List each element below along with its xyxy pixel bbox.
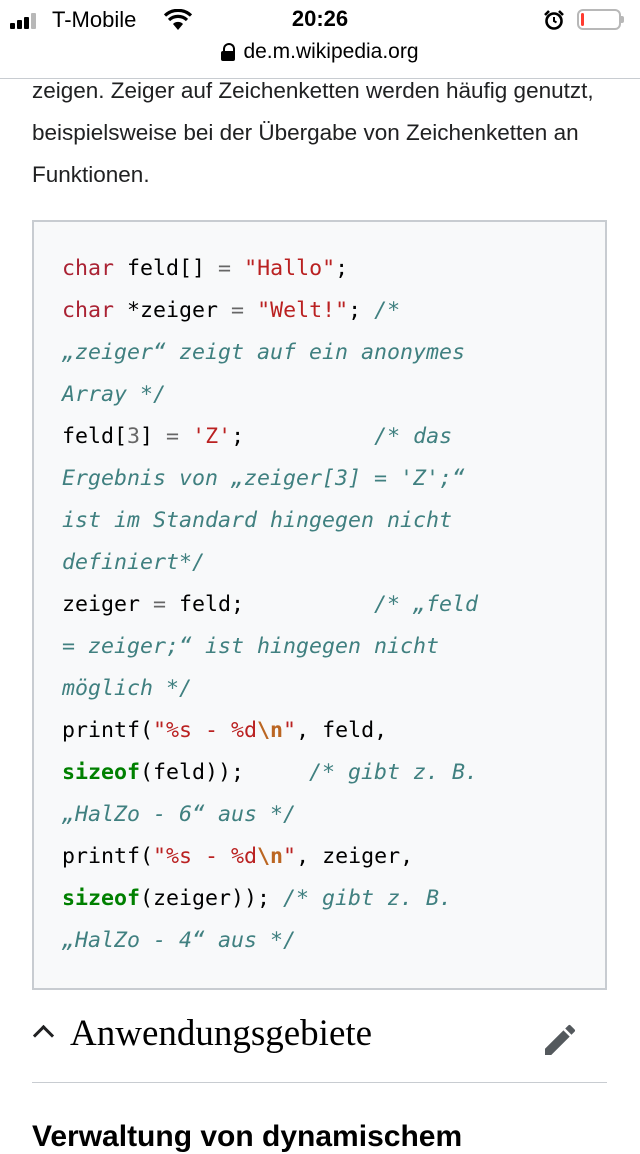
section-title[interactable]: Anwendungsgebiete bbox=[70, 1013, 373, 1054]
signal-strength-icon bbox=[10, 13, 44, 29]
code-operator: = bbox=[231, 298, 245, 323]
toolbar-divider bbox=[0, 78, 640, 79]
code-token: (zeiger)); bbox=[140, 886, 284, 911]
code-block: char feld[] = "Hallo"; char *zeiger = "W… bbox=[32, 220, 607, 990]
pencil-icon[interactable] bbox=[540, 1020, 580, 1060]
carrier-name: T-Mobile bbox=[52, 7, 137, 32]
code-token: feld; bbox=[166, 592, 375, 617]
wifi-icon bbox=[163, 9, 193, 30]
code-string: "Hallo" bbox=[244, 256, 336, 281]
code-comment: /* gibt z. B. bbox=[283, 886, 453, 911]
code-token: zeiger bbox=[62, 592, 154, 617]
code-comment: /* bbox=[374, 298, 401, 323]
code-comment: definiert*/ bbox=[62, 550, 206, 575]
code-builtin: sizeof bbox=[62, 886, 141, 911]
code-keyword: char bbox=[62, 256, 115, 281]
code-operator: = bbox=[166, 424, 180, 449]
code-string: "Welt!" bbox=[257, 298, 349, 323]
section-header[interactable]: Anwendungsgebiete bbox=[32, 1012, 607, 1082]
code-token: ; bbox=[231, 424, 375, 449]
code-comment: möglich */ bbox=[62, 676, 193, 701]
code-keyword: char bbox=[62, 298, 115, 323]
code-string: "%s - %d bbox=[153, 844, 258, 869]
code-comment: „HalZo - 6“ aus */ bbox=[62, 802, 297, 827]
code-operator: = bbox=[218, 256, 232, 281]
code-string: " bbox=[283, 718, 297, 743]
code-token: feld[] bbox=[114, 256, 219, 281]
status-bar: T-Mobile 20:26 bbox=[0, 0, 640, 40]
code-escape: \n bbox=[257, 718, 284, 743]
code-token: printf( bbox=[62, 718, 154, 743]
code-comment: Ergebnis von „zeiger[3] = 'Z';“ bbox=[62, 466, 466, 491]
alarm-icon bbox=[544, 10, 564, 30]
code-token: feld[ bbox=[62, 424, 128, 449]
code-token: *zeiger bbox=[114, 298, 232, 323]
code-comment: /* gibt z. B. bbox=[309, 760, 479, 785]
subsection-heading: Verwaltung von dynamischem bbox=[32, 1120, 463, 1153]
battery-level bbox=[581, 13, 584, 26]
code-comment: = zeiger;“ ist hingegen nicht bbox=[62, 634, 440, 659]
code-comment: /* das bbox=[374, 424, 453, 449]
chevron-up-icon[interactable] bbox=[32, 1024, 55, 1047]
code-string: "%s - %d bbox=[153, 718, 258, 743]
code-string: " bbox=[283, 844, 297, 869]
code-comment: ist im Standard hingegen nicht bbox=[62, 508, 453, 533]
code-token: ] bbox=[140, 424, 167, 449]
url-bar[interactable]: de.m.wikipedia.org bbox=[0, 40, 640, 76]
section-divider bbox=[32, 1082, 607, 1083]
code-string: 'Z' bbox=[192, 424, 232, 449]
url-text[interactable]: de.m.wikipedia.org bbox=[243, 40, 419, 63]
code-number: 3 bbox=[127, 424, 141, 449]
code-comment: /* „feld bbox=[374, 592, 479, 617]
code-builtin: sizeof bbox=[62, 760, 141, 785]
code-escape: \n bbox=[257, 844, 284, 869]
code-token: ; bbox=[335, 256, 349, 281]
code-token: printf( bbox=[62, 844, 154, 869]
code-comment: „HalZo - 4“ aus */ bbox=[62, 928, 297, 953]
code-token: , feld, bbox=[296, 718, 388, 743]
article-paragraph: zeigen. Zeiger auf Zeichenketten werden … bbox=[32, 78, 594, 187]
code-comment: Array */ bbox=[62, 382, 167, 407]
code-operator: = bbox=[153, 592, 167, 617]
code-token: (feld)); bbox=[140, 760, 310, 785]
code-token: , zeiger, bbox=[296, 844, 414, 869]
clock: 20:26 bbox=[291, 6, 349, 31]
lock-icon bbox=[221, 43, 236, 61]
code-text: char feld[] = "Hallo"; char *zeiger = "W… bbox=[62, 248, 478, 962]
code-comment: „zeiger“ zeigt auf ein anonymes bbox=[62, 340, 466, 365]
battery-icon bbox=[577, 9, 624, 30]
code-token: ; bbox=[348, 298, 375, 323]
